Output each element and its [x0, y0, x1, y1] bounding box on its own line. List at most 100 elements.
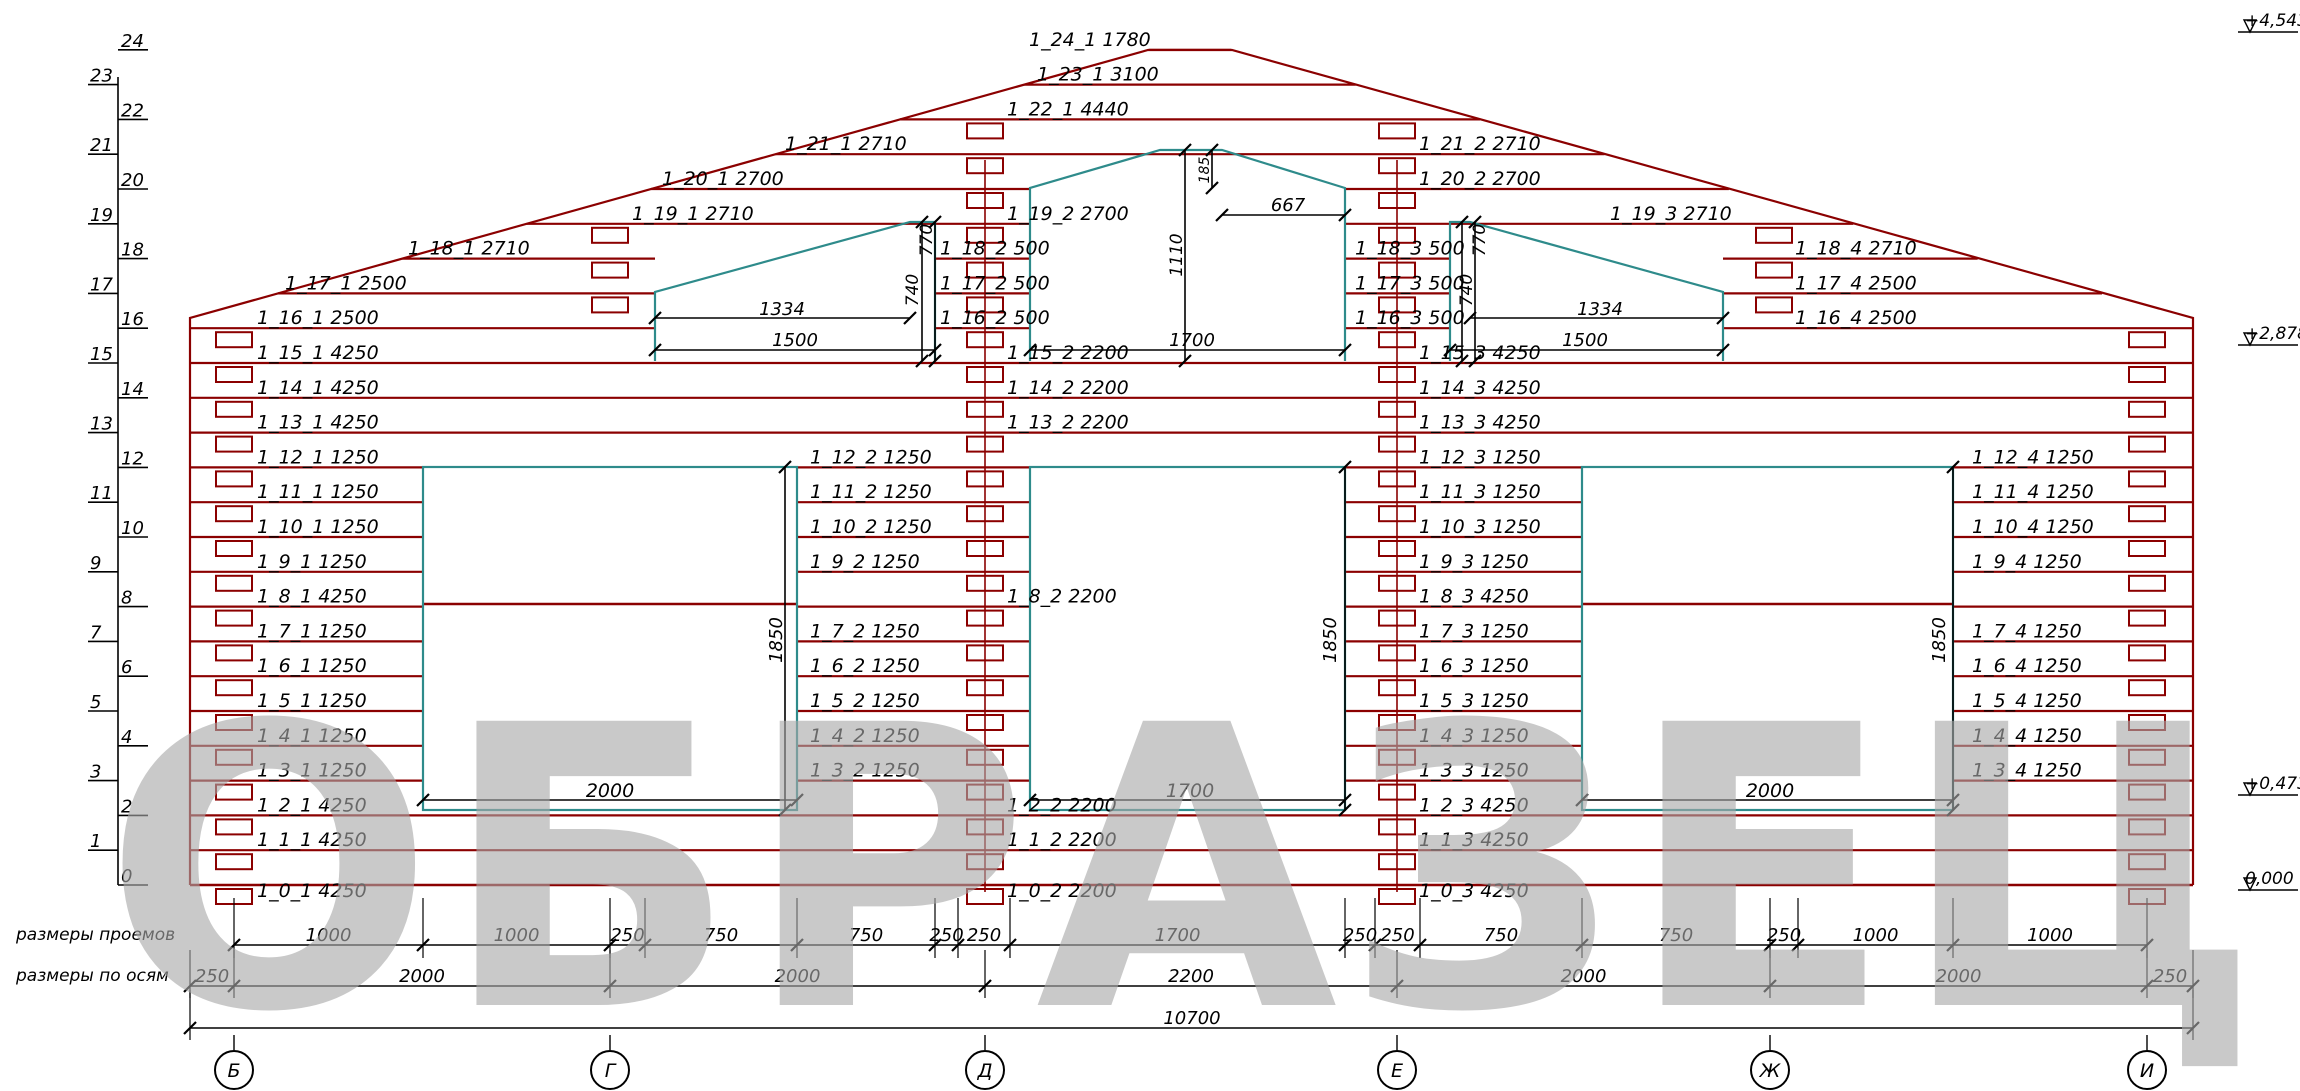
- log-label: 1_10_1 1250: [257, 516, 379, 538]
- dim-opening-value: 1000: [1853, 925, 1899, 946]
- dim-window-height: 1850: [766, 617, 787, 663]
- dim-tick: [928, 354, 942, 368]
- log-label: 1_21_2 2710: [1419, 133, 1541, 155]
- dowel-left: [215, 400, 253, 418]
- level-mark: +0,473: [2245, 774, 2300, 794]
- dowel-left: [215, 818, 253, 836]
- dim-tick: [1716, 343, 1730, 357]
- log-label: 1_15_1 4250: [257, 342, 379, 364]
- dim-dormer: 1110: [1167, 233, 1187, 276]
- dim-dormer: 1334: [1577, 299, 1623, 320]
- dim-opening-value: 1000: [306, 925, 352, 946]
- dowel-left: [215, 470, 253, 488]
- log-label: 1_1_3 4250: [1419, 829, 1529, 851]
- dim-tick: [1463, 311, 1477, 325]
- dowel-right: [2128, 679, 2166, 697]
- log-label: 1_19_1 2710: [632, 203, 754, 225]
- log-label: 1_2_3 4250: [1419, 794, 1529, 816]
- course-number: 17: [90, 274, 113, 295]
- dim-axis-value: 2000: [1936, 966, 1982, 987]
- log-label: 1_8_2 2200: [1007, 586, 1117, 608]
- log-label: 1_22_1 4440: [1007, 98, 1129, 120]
- dim-tick: [1443, 343, 1457, 357]
- dowel-left: [215, 505, 253, 523]
- course-number: 8: [121, 588, 132, 609]
- dim-tick: [1455, 215, 1469, 229]
- log-label: 1_3_3 1250: [1419, 760, 1529, 782]
- dim-dormer: 667: [1271, 195, 1306, 216]
- axis-letter: Д: [977, 1060, 993, 1082]
- dowel-right: [2128, 366, 2166, 383]
- log-label: 1_8_1 4250: [257, 586, 367, 608]
- log-label: 1_0_2 2200: [1007, 880, 1117, 902]
- dim-axis-value: 250: [2153, 966, 2187, 987]
- course-number: 18: [121, 240, 144, 261]
- dim-tick: [1338, 343, 1352, 357]
- dowel-right: [2128, 435, 2166, 453]
- log-label: 1_1_1 4250: [257, 829, 367, 851]
- dowel-left: [215, 435, 253, 453]
- log-label: 1_11_3 1250: [1419, 481, 1541, 503]
- course-number: 10: [121, 518, 144, 539]
- log-label: 1_17_2 500: [940, 272, 1050, 294]
- level-arrow: [2242, 877, 2258, 892]
- log-label: 1_16_1 2500: [257, 307, 379, 329]
- course-number: 16: [121, 309, 144, 330]
- log-label: 1_11_4 1250: [1972, 481, 2094, 503]
- dormer-center: [1028, 148, 1347, 361]
- level-mark: +2,878: [2245, 324, 2300, 344]
- dowel-right: [2128, 644, 2166, 662]
- course-number: 21: [90, 135, 113, 156]
- dim-axis-value: 250: [195, 966, 229, 987]
- log-label: 1_17_3 500: [1355, 272, 1465, 294]
- log-label: 1_6_1 1250: [257, 655, 367, 677]
- dowel-right: [2128, 609, 2166, 627]
- dim-dormer: 1700: [1169, 330, 1215, 351]
- axis-letter: Е: [1391, 1060, 1403, 1082]
- log-label: 1_18_3 500: [1355, 238, 1465, 260]
- log-label: 1_18_2 500: [940, 238, 1050, 260]
- axis-bubble: [1750, 1050, 1790, 1090]
- wall-logs: [188, 48, 2195, 905]
- dowel-right: [2128, 470, 2166, 488]
- dim-tick: [1023, 793, 1037, 807]
- log-label: 1_9_4 1250: [1972, 551, 2082, 573]
- watermark: ОБРАЗЕЦ: [103, 643, 2261, 1091]
- dim-opening-value: 250: [967, 925, 1001, 946]
- course-number: 1: [90, 831, 101, 852]
- level-arrow: [2242, 19, 2258, 34]
- dowel-dormer-right: [1755, 226, 1793, 244]
- course-number: 2: [121, 796, 132, 817]
- dormer-right: [1448, 220, 1725, 361]
- dowel-dormer-left: [591, 226, 629, 244]
- dim-tick: [1338, 460, 1352, 474]
- log-label: 1_6_2 1250: [810, 655, 920, 677]
- dowel-dormer-left: [591, 261, 629, 279]
- course-number: 14: [121, 379, 144, 400]
- log-label: 1_18_4 2710: [1795, 238, 1917, 260]
- log-label: 1_3_1 1250: [257, 760, 367, 782]
- course-number: 4: [121, 727, 132, 748]
- course-number: 19: [90, 205, 113, 226]
- dim-opening-value: 250: [1343, 925, 1377, 946]
- dim-window-width: 1700: [1166, 780, 1214, 802]
- log-label: 1_15_3 4250: [1419, 342, 1541, 364]
- dim-tick: [778, 803, 792, 817]
- dim-tick: [778, 460, 792, 474]
- dim-dormer: 185: [1197, 157, 1213, 184]
- dowel-left: [215, 644, 253, 662]
- dowel-left: [215, 574, 253, 592]
- dim-dormer: 1500: [1562, 330, 1608, 351]
- log-label: 1_23_1 3100: [1037, 64, 1159, 86]
- dim-tick: [1468, 354, 1482, 368]
- dowel-right: [2128, 331, 2166, 349]
- log-label: 1_16_2 500: [940, 307, 1050, 329]
- dim-tick: [915, 215, 929, 229]
- dim-opening-value: 1000: [2027, 925, 2073, 946]
- dowel-dormer-right: [1755, 296, 1793, 314]
- axis-letter: Ж: [1759, 1060, 1782, 1082]
- dim-tick: [903, 311, 917, 325]
- row-label-axes: размеры по осям: [15, 966, 169, 986]
- course-number: 20: [121, 170, 144, 191]
